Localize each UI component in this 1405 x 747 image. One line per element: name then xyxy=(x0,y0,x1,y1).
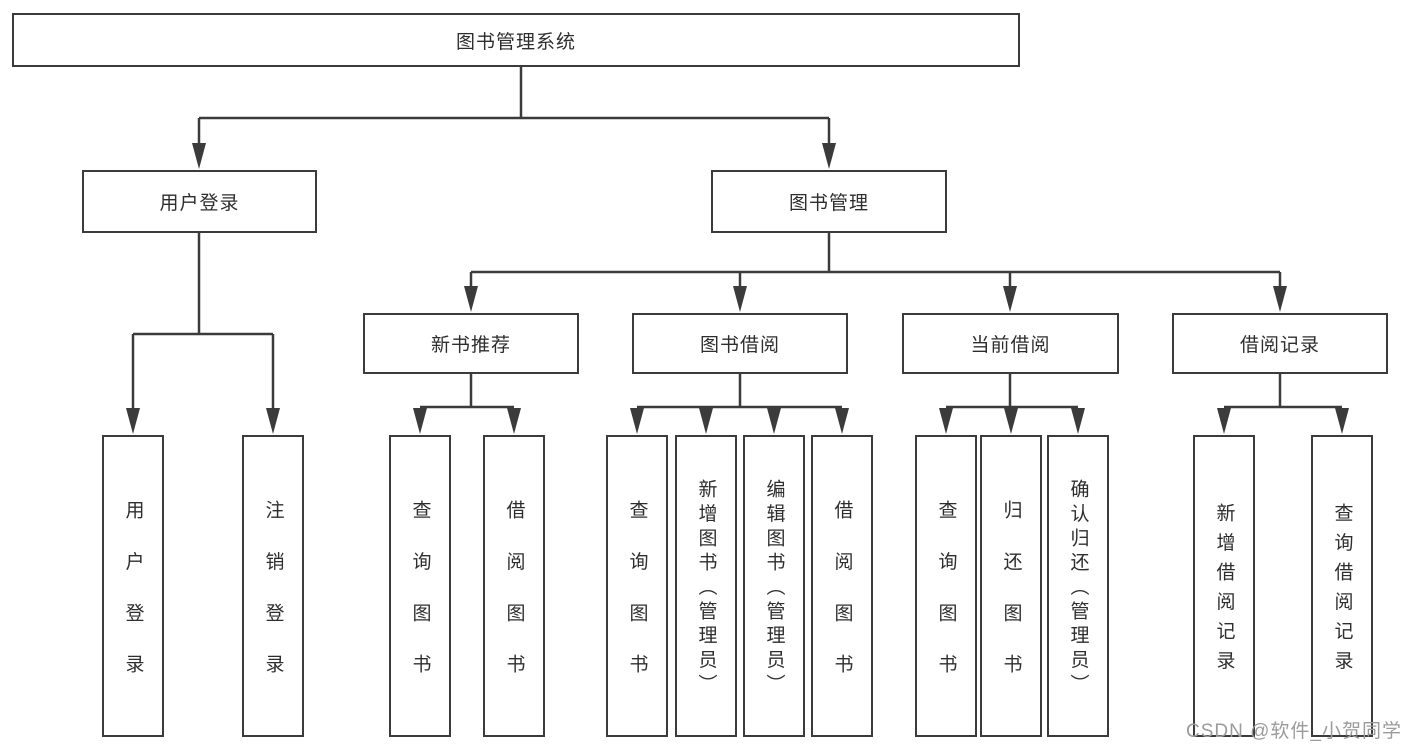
node-label: 图书借阅 xyxy=(699,335,780,356)
node-label: 图书管理 xyxy=(788,193,869,214)
leaf-label: 借阅图书 xyxy=(503,499,525,705)
leaf-add-book-admin: 新增图书（管理员） xyxy=(675,435,737,737)
leaf-label: 借阅图书 xyxy=(831,499,853,705)
node-label: 用户登录 xyxy=(159,193,240,214)
leaf-edit-book-admin: 编辑图书（管理员） xyxy=(743,435,805,737)
leaf-label: 查询图书 xyxy=(935,499,957,705)
leaf-borrow-books-recommend: 借阅图书 xyxy=(483,435,545,737)
leaf-logout: 注销登录 xyxy=(242,435,304,737)
leaf-label: 查询图书 xyxy=(626,499,648,705)
node-book-management: 图书管理 xyxy=(711,170,947,233)
node-borrowing-records: 借阅记录 xyxy=(1172,313,1388,374)
leaf-return-book: 归还图书 xyxy=(980,435,1042,737)
node-label: 图书管理系统 xyxy=(455,31,576,53)
leaf-confirm-return-admin: 确认归还（管理员） xyxy=(1047,435,1109,737)
leaf-label: 注销登录 xyxy=(262,499,284,705)
node-label: 新书推荐 xyxy=(430,335,511,356)
node-label: 当前借阅 xyxy=(970,335,1051,356)
leaf-query-books-current: 查询图书 xyxy=(915,435,977,737)
node-new-book-recommend: 新书推荐 xyxy=(363,313,579,374)
leaf-label: 新增图书（管理员） xyxy=(695,479,717,699)
node-label: 借阅记录 xyxy=(1239,335,1320,356)
leaf-query-books-borrow: 查询图书 xyxy=(606,435,668,737)
node-user-login: 用户登录 xyxy=(82,170,317,233)
leaf-query-borrow-record: 查询借阅记录 xyxy=(1311,435,1373,737)
leaf-label: 编辑图书（管理员） xyxy=(763,479,785,699)
leaf-label: 查询借阅记录 xyxy=(1331,502,1353,680)
leaf-label: 归还图书 xyxy=(1000,499,1022,705)
node-book-borrowing: 图书借阅 xyxy=(632,313,848,374)
leaf-add-borrow-record: 新增借阅记录 xyxy=(1193,435,1255,737)
leaf-label: 新增借阅记录 xyxy=(1213,502,1235,680)
leaf-query-books-recommend: 查询图书 xyxy=(389,435,451,737)
leaf-label: 确认归还（管理员） xyxy=(1067,479,1089,699)
csdn-watermark: CSDN @软件_小贺同学 xyxy=(1186,721,1402,742)
node-library-management-system: 图书管理系统 xyxy=(12,13,1020,67)
leaf-borrow-books: 借阅图书 xyxy=(811,435,873,737)
node-current-borrowing: 当前借阅 xyxy=(902,313,1119,374)
leaf-label: 查询图书 xyxy=(409,499,431,705)
leaf-user-login: 用户登录 xyxy=(102,435,164,737)
leaf-label: 用户登录 xyxy=(122,499,144,705)
